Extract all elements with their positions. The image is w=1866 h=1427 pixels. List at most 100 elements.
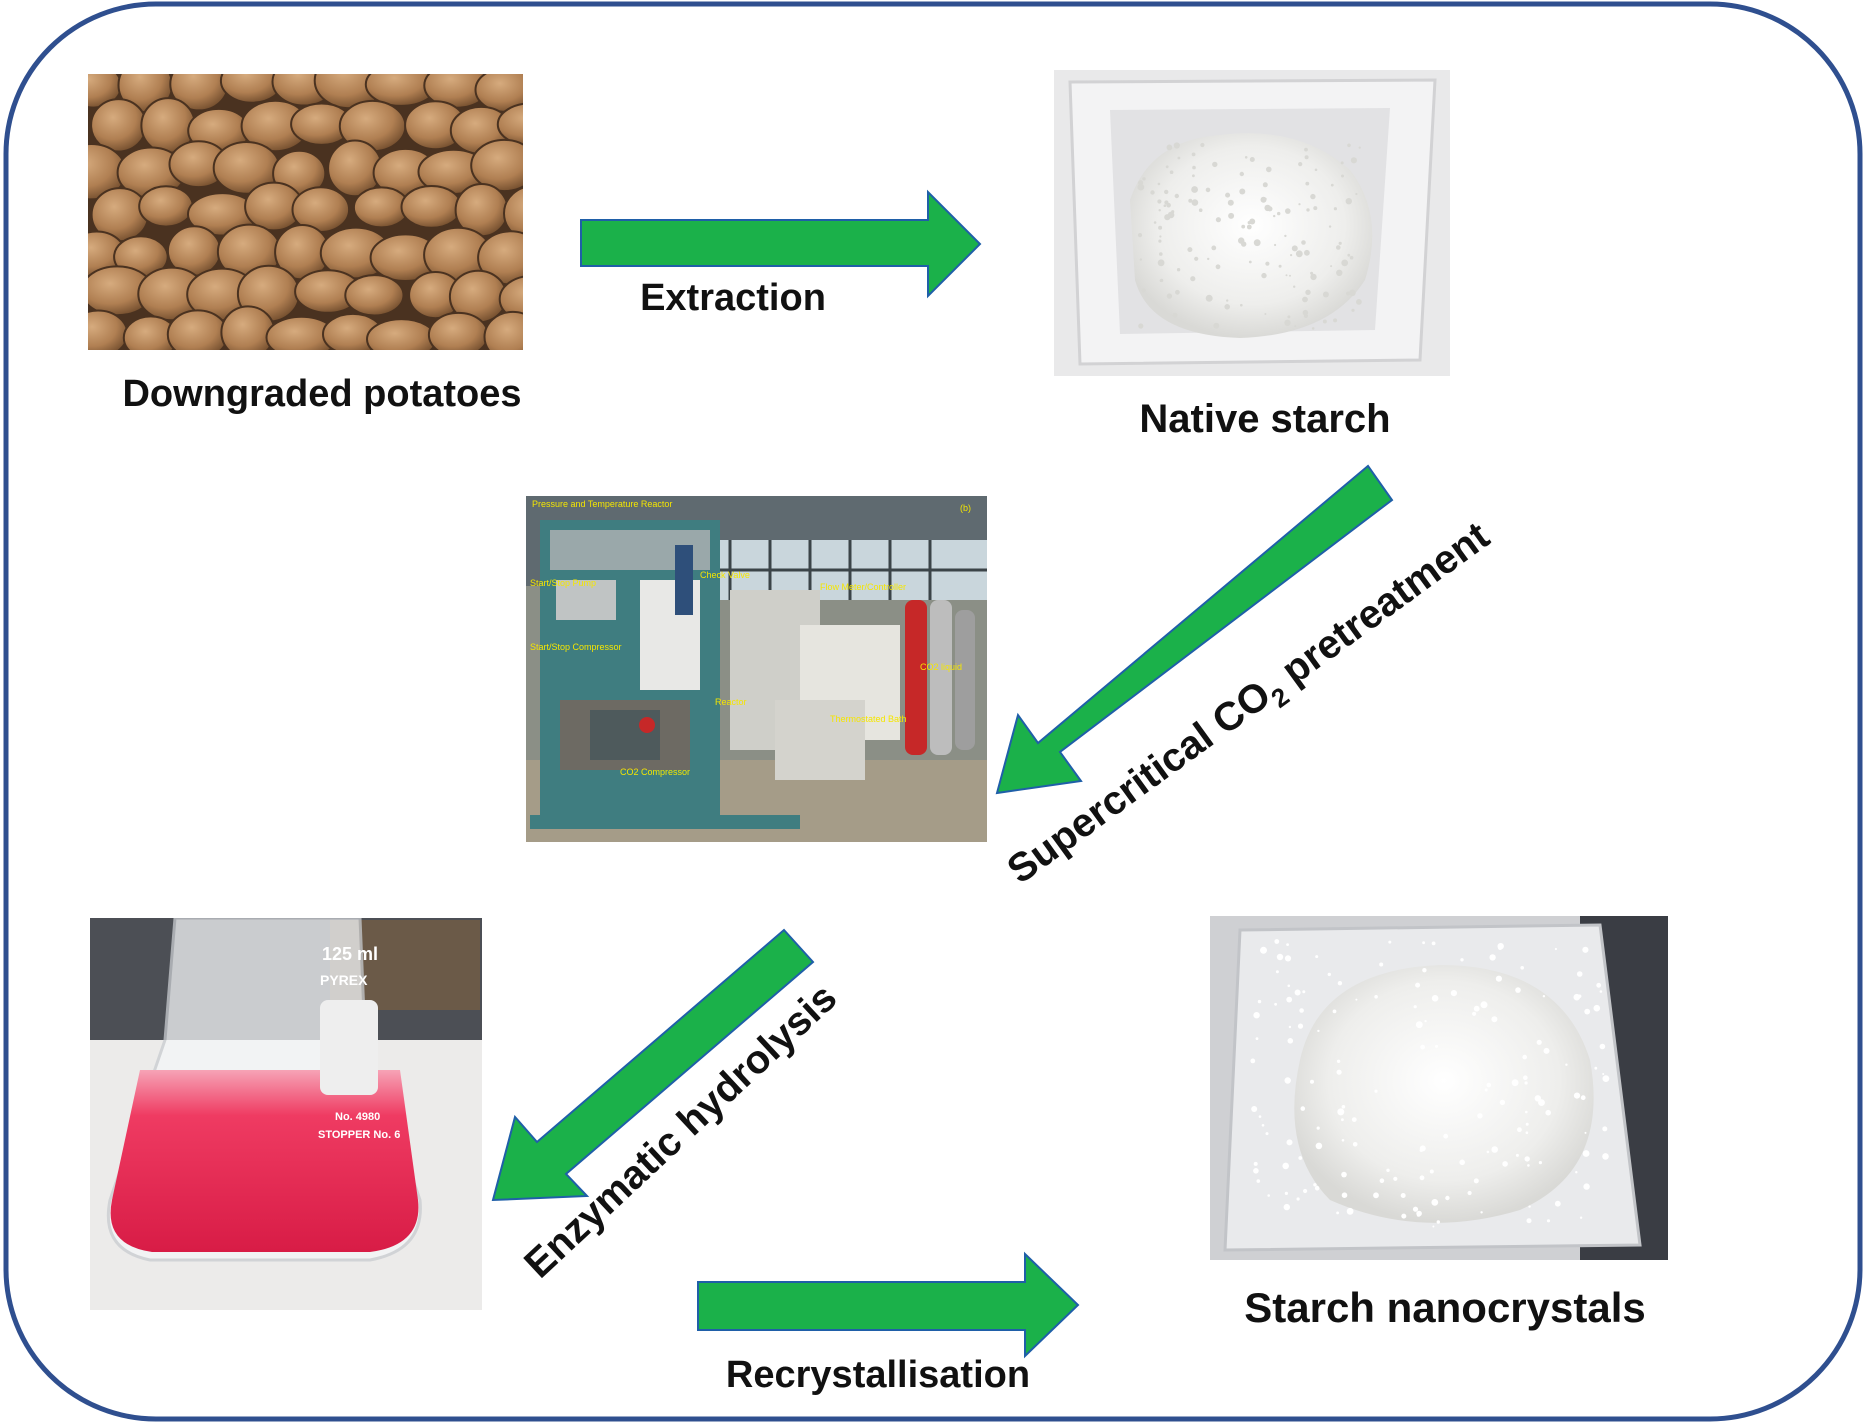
powder-speck — [1163, 204, 1167, 207]
potato-shape — [400, 185, 463, 229]
powder-speck — [1299, 1008, 1304, 1013]
powder-speck — [1573, 1092, 1581, 1099]
potato-shape — [496, 102, 523, 146]
powder-speck — [1310, 193, 1316, 200]
powder-speck — [1330, 183, 1334, 187]
powder-speck — [1527, 1164, 1530, 1167]
powder-speck — [1602, 1126, 1608, 1132]
powder-speck — [1137, 233, 1143, 238]
powder-speck — [1295, 250, 1303, 258]
powder-speck — [1472, 1011, 1477, 1016]
powder-speck — [1374, 1089, 1378, 1093]
powder-speck — [1358, 146, 1361, 149]
powder-speck — [1332, 1009, 1337, 1014]
potato-shape — [483, 310, 523, 350]
powder-speck — [1337, 981, 1343, 986]
powder-speck — [1565, 1063, 1568, 1066]
powder-speck — [1157, 259, 1165, 267]
powder-speck — [1538, 1099, 1545, 1106]
powder-speck — [1322, 319, 1327, 324]
powder-speck — [1599, 990, 1603, 993]
powder-speck — [1424, 1020, 1427, 1023]
powder-speck — [1313, 1183, 1317, 1187]
powder-speck — [1302, 990, 1306, 994]
reactor-reactor-text: Reactor — [715, 697, 747, 707]
powder-speck — [1153, 221, 1157, 224]
reactor-flow-meter-text: Flow Meter/Controller — [820, 582, 906, 592]
powder-speck — [1401, 1213, 1407, 1219]
powder-speck — [1473, 1178, 1479, 1184]
powder-speck — [1545, 1109, 1551, 1116]
powder-speck — [1159, 278, 1164, 283]
powder-speck — [1158, 225, 1163, 230]
powder-speck — [1542, 995, 1546, 998]
powder-speck — [1190, 276, 1196, 282]
powder-speck — [1602, 1073, 1605, 1075]
powder-speck — [1165, 165, 1169, 169]
powder-speck — [1298, 203, 1301, 206]
powder-speck — [1249, 218, 1256, 225]
powder-speck — [1352, 1142, 1358, 1147]
powder-speck — [1226, 299, 1229, 302]
powder-speck — [1599, 1043, 1606, 1050]
powder-speck — [1584, 1008, 1591, 1015]
powder-speck — [1523, 1075, 1528, 1080]
native-starch-photo — [1054, 70, 1450, 376]
powder-speck — [1502, 1161, 1508, 1167]
powder-speck — [1554, 947, 1557, 951]
powder-speck — [1349, 255, 1354, 260]
powder-speck — [1526, 1218, 1532, 1224]
powder-speck — [1412, 1206, 1419, 1212]
reactor-title-text: Pressure and Temperature Reactor — [532, 499, 672, 509]
powder-speck — [1169, 170, 1174, 174]
powder-speck — [1290, 254, 1293, 257]
powder-speck — [1536, 1039, 1542, 1045]
potato-shape — [90, 98, 148, 153]
reactor-pump-text: Start/Stop Pump — [530, 578, 596, 588]
powder-speck — [1338, 241, 1342, 245]
powder-speck — [1341, 1105, 1346, 1109]
powder-speck — [1191, 186, 1198, 193]
powder-speck — [1300, 1106, 1306, 1111]
label-native-starch: Native starch — [1139, 397, 1390, 441]
powder-speck — [1158, 239, 1162, 243]
powder-speck — [1294, 325, 1297, 328]
powder-speck — [1274, 243, 1277, 247]
powder-speck — [1582, 1150, 1590, 1157]
powder-speck — [1315, 1142, 1323, 1150]
powder-speck — [1351, 308, 1355, 312]
powder-speck — [1515, 1153, 1519, 1157]
powder-speck — [1267, 1194, 1270, 1197]
powder-speck — [1419, 1175, 1425, 1181]
powder-speck — [1524, 1156, 1530, 1162]
flask-number-text: No. 4980 — [335, 1111, 380, 1123]
powder-speck — [1445, 1195, 1450, 1201]
powder-speck — [1289, 274, 1291, 277]
arrow-recrystallisation — [697, 1251, 1080, 1359]
powder-speck — [1296, 1197, 1300, 1201]
powder-speck — [1174, 193, 1180, 199]
potato-shape — [344, 274, 405, 317]
powder-speck — [1164, 189, 1169, 195]
powder-speck — [1415, 1021, 1423, 1029]
powder-speck — [1261, 272, 1267, 279]
powder-speck — [1341, 1118, 1344, 1122]
powder-speck — [1306, 208, 1310, 212]
powder-speck — [1336, 1059, 1341, 1064]
powder-speck — [1528, 1205, 1531, 1208]
powder-speck — [1314, 1185, 1320, 1191]
powder-speck — [1386, 1168, 1390, 1173]
label-starch-nanocrystals: Starch nanocrystals — [1244, 1284, 1646, 1331]
powder-speck — [1286, 996, 1293, 1003]
powder-speck — [1286, 943, 1289, 946]
powder-speck — [1341, 1171, 1347, 1178]
powder-speck — [1282, 1162, 1289, 1170]
powder-speck — [1250, 1058, 1256, 1064]
powder-speck — [1330, 265, 1333, 268]
powder-speck — [1141, 288, 1146, 293]
powder-speck — [1288, 1025, 1292, 1029]
powder-speck — [1213, 322, 1220, 329]
powder-speck — [1303, 1188, 1308, 1194]
powder-speck — [1244, 156, 1248, 159]
potato-shape — [503, 186, 523, 241]
